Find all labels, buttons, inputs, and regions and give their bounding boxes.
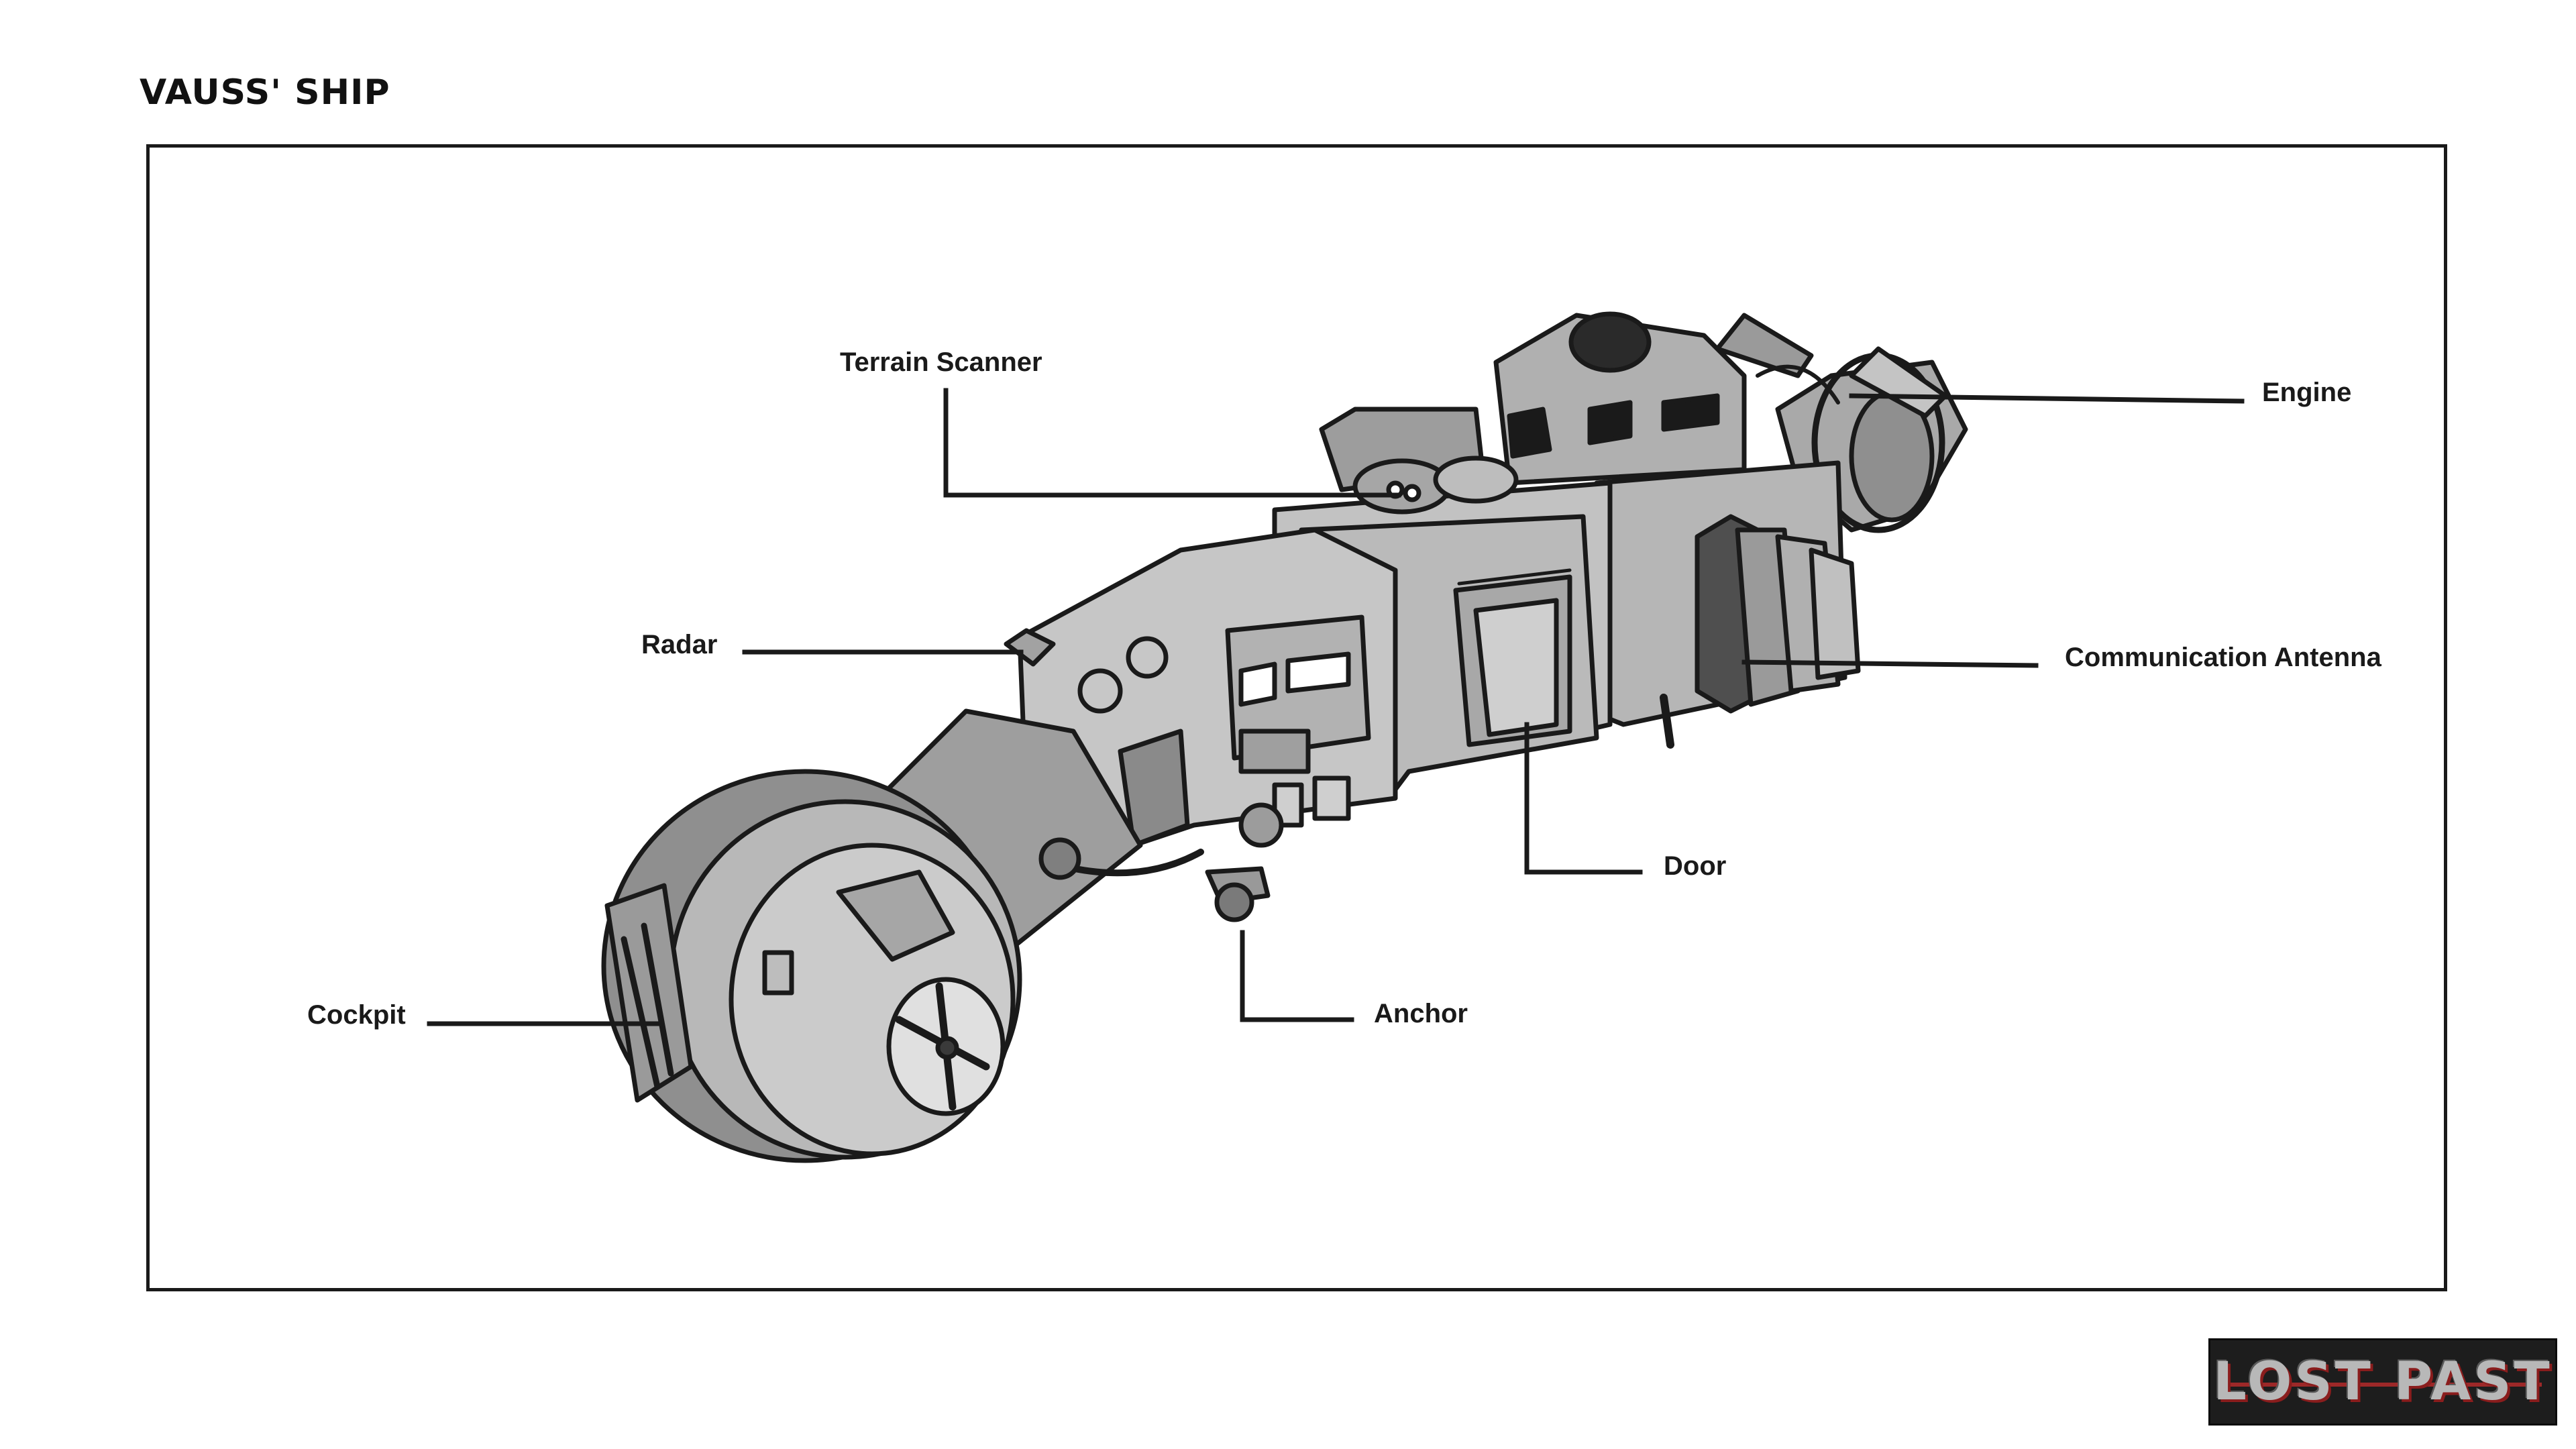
leader-terrain-scanner [943, 388, 1401, 498]
label-terrain-scanner: Terrain Scanner [840, 347, 1042, 377]
label-radar: Radar [641, 630, 718, 659]
anchor-part [1205, 866, 1271, 922]
cockpit-part [601, 769, 1022, 1163]
label-communication-antenna: Communication Antenna [2065, 643, 2381, 672]
logo-accent-stripe [2224, 1383, 2542, 1387]
leader-door [1524, 722, 1643, 875]
label-cockpit: Cockpit [307, 1000, 406, 1030]
illustration-frame [146, 144, 2447, 1291]
label-engine: Engine [2262, 378, 2352, 407]
leader-engine [1849, 393, 2245, 404]
page-title: VAUSS' SHIP [140, 72, 390, 113]
brand-logo: LOST PAST [2208, 1338, 2557, 1426]
label-door: Door [1664, 851, 1727, 881]
logo-text: LOST PAST [2213, 1352, 2553, 1412]
leader-anchor [1240, 930, 1354, 1022]
label-anchor: Anchor [1374, 999, 1468, 1028]
leader-communication-antenna [1741, 659, 2039, 668]
door-part [1453, 568, 1572, 747]
